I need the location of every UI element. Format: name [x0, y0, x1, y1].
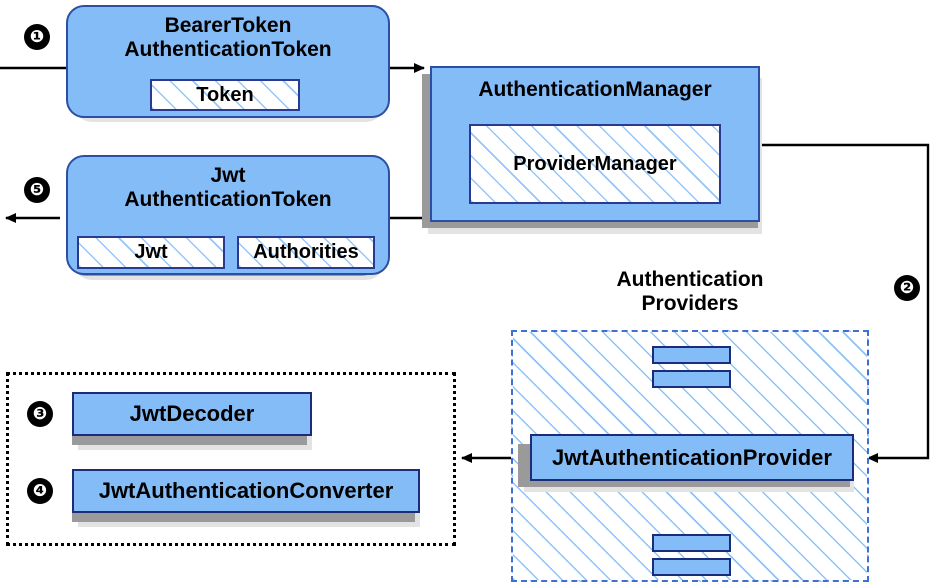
jwt-authentication-provider-label: JwtAuthenticationProvider [552, 444, 832, 470]
step-marker-2: ❷ [894, 275, 920, 301]
node-jwt-decoder[interactable]: JwtDecoder [72, 392, 312, 436]
provider-manager-label: ProviderManager [513, 152, 677, 175]
node-bearer-token-authentication-token[interactable]: BearerToken AuthenticationToken [66, 5, 390, 118]
node-jwt-authentication-converter[interactable]: JwtAuthenticationConverter [72, 469, 420, 513]
peer-provider-bar-bottom-1[interactable] [652, 534, 731, 552]
node-jwt-authentication-provider[interactable]: JwtAuthenticationProvider [530, 434, 854, 481]
step-marker-5: ❺ [24, 177, 50, 203]
node-jwt-authentication-token[interactable]: Jwt AuthenticationToken [66, 155, 390, 275]
authentication-manager-title: AuthenticationManager [478, 78, 712, 101]
jwt-token-inner-authorities-label: Authorities [253, 241, 359, 263]
step-marker-1: ❶ [24, 24, 50, 50]
bearer-token-title: BearerToken AuthenticationToken [124, 14, 332, 61]
authentication-providers-heading: Authentication Providers [616, 268, 764, 315]
bearer-token-inner-token-label: Token [196, 83, 254, 106]
jwt-support-group[interactable] [6, 372, 456, 546]
jwt-token-inner-jwt-label: Jwt [134, 241, 168, 263]
peer-provider-bar-top-2[interactable] [652, 370, 731, 388]
jwt-decoder-label: JwtDecoder [129, 401, 255, 426]
jwt-token-inner-jwt[interactable]: Jwt [77, 236, 225, 269]
step-marker-3: ❸ [27, 401, 53, 427]
jwt-token-inner-authorities[interactable]: Authorities [237, 236, 375, 269]
authentication-manager-inner-provider-manager[interactable]: ProviderManager [469, 124, 721, 204]
jwt-authentication-converter-label: JwtAuthenticationConverter [98, 478, 394, 503]
peer-provider-bar-bottom-2[interactable] [652, 558, 731, 576]
peer-provider-bar-top-1[interactable] [652, 346, 731, 364]
step-marker-4: ❹ [27, 478, 53, 504]
jwt-token-title: Jwt AuthenticationToken [124, 164, 332, 211]
bearer-token-inner-token[interactable]: Token [150, 79, 300, 111]
